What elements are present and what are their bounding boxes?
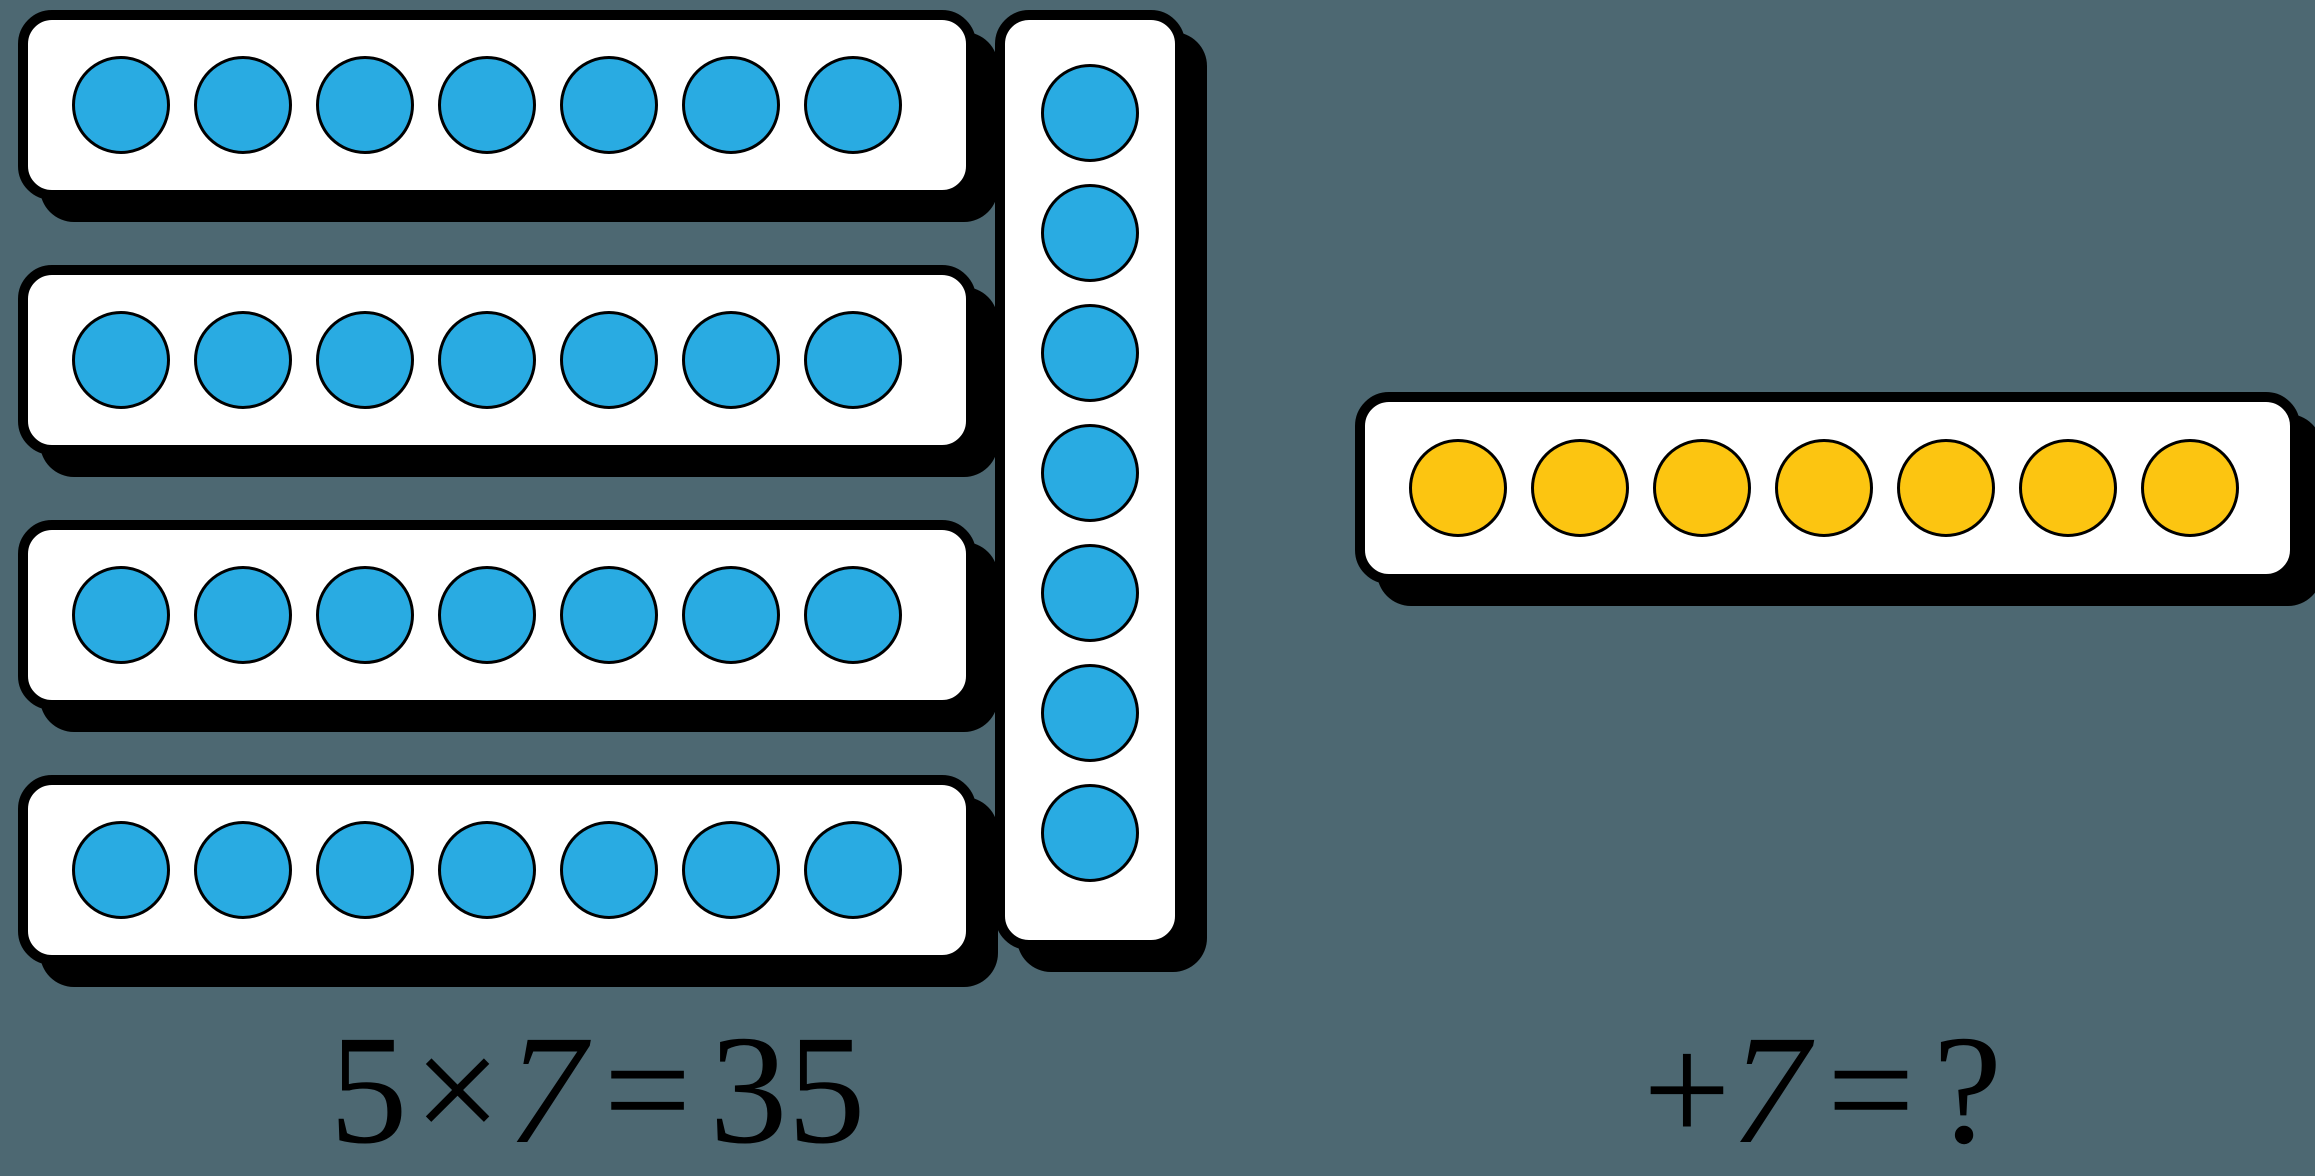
left-equation: 5×7=35	[0, 1012, 1195, 1168]
eq-left-result: 35	[709, 1003, 866, 1176]
blue-dot	[804, 311, 902, 409]
blue-dot	[560, 56, 658, 154]
blue-dot-strip-row-2	[18, 265, 976, 455]
eq-right-result: ?	[1932, 1003, 2003, 1176]
blue-dot	[72, 56, 170, 154]
blue-dot	[682, 821, 780, 919]
blue-dot	[1041, 664, 1139, 762]
blue-dot	[438, 566, 536, 664]
blue-dot	[1041, 424, 1139, 522]
blue-dot	[72, 821, 170, 919]
blue-dot	[438, 56, 536, 154]
yellow-dot	[1897, 439, 1995, 537]
blue-dot	[316, 821, 414, 919]
blue-dot	[72, 311, 170, 409]
blue-dot	[804, 821, 902, 919]
blue-dot	[804, 56, 902, 154]
blue-dot	[316, 311, 414, 409]
yellow-dot	[1775, 439, 1873, 537]
blue-dot	[438, 821, 536, 919]
blue-dot-strip-vertical	[995, 10, 1185, 950]
yellow-dot-strip	[1355, 392, 2300, 584]
blue-dot	[682, 566, 780, 664]
multiplication-dot-array-diagram: 5×7=35 +7=?	[18, 10, 2300, 1168]
yellow-dot	[2141, 439, 2239, 537]
blue-dot	[438, 311, 536, 409]
blue-dot	[316, 56, 414, 154]
yellow-dot	[2019, 439, 2117, 537]
yellow-dot	[1531, 439, 1629, 537]
plus-sign: +	[1642, 1003, 1731, 1176]
blue-dot	[560, 311, 658, 409]
blue-dot	[72, 566, 170, 664]
blue-dot	[560, 821, 658, 919]
blue-dot	[560, 566, 658, 664]
eq-right-equals-sign: =	[1826, 1003, 1915, 1176]
blue-dot	[1041, 184, 1139, 282]
blue-dot	[194, 311, 292, 409]
blue-dot-strip-row-3	[18, 520, 976, 710]
right-equation: +7=?	[1330, 1012, 2315, 1168]
blue-dot-strip-row-4	[18, 775, 976, 965]
multiply-sign: ×	[413, 1003, 502, 1176]
blue-dot	[804, 566, 902, 664]
blue-dot	[682, 311, 780, 409]
eq-right-addend: 7	[1730, 1003, 1809, 1176]
yellow-dot	[1409, 439, 1507, 537]
eq-left-factor2: 7	[507, 1003, 586, 1176]
blue-dot	[1041, 544, 1139, 642]
eq-left-equals-sign: =	[603, 1003, 692, 1176]
yellow-dot	[1653, 439, 1751, 537]
blue-dot	[316, 566, 414, 664]
blue-dot-strip-row-1	[18, 10, 976, 200]
blue-dot	[682, 56, 780, 154]
blue-dot	[194, 56, 292, 154]
blue-dot	[194, 821, 292, 919]
eq-left-factor1: 5	[329, 1003, 408, 1176]
blue-dot	[1041, 784, 1139, 882]
blue-dot	[1041, 304, 1139, 402]
blue-dot	[1041, 64, 1139, 162]
blue-dot	[194, 566, 292, 664]
